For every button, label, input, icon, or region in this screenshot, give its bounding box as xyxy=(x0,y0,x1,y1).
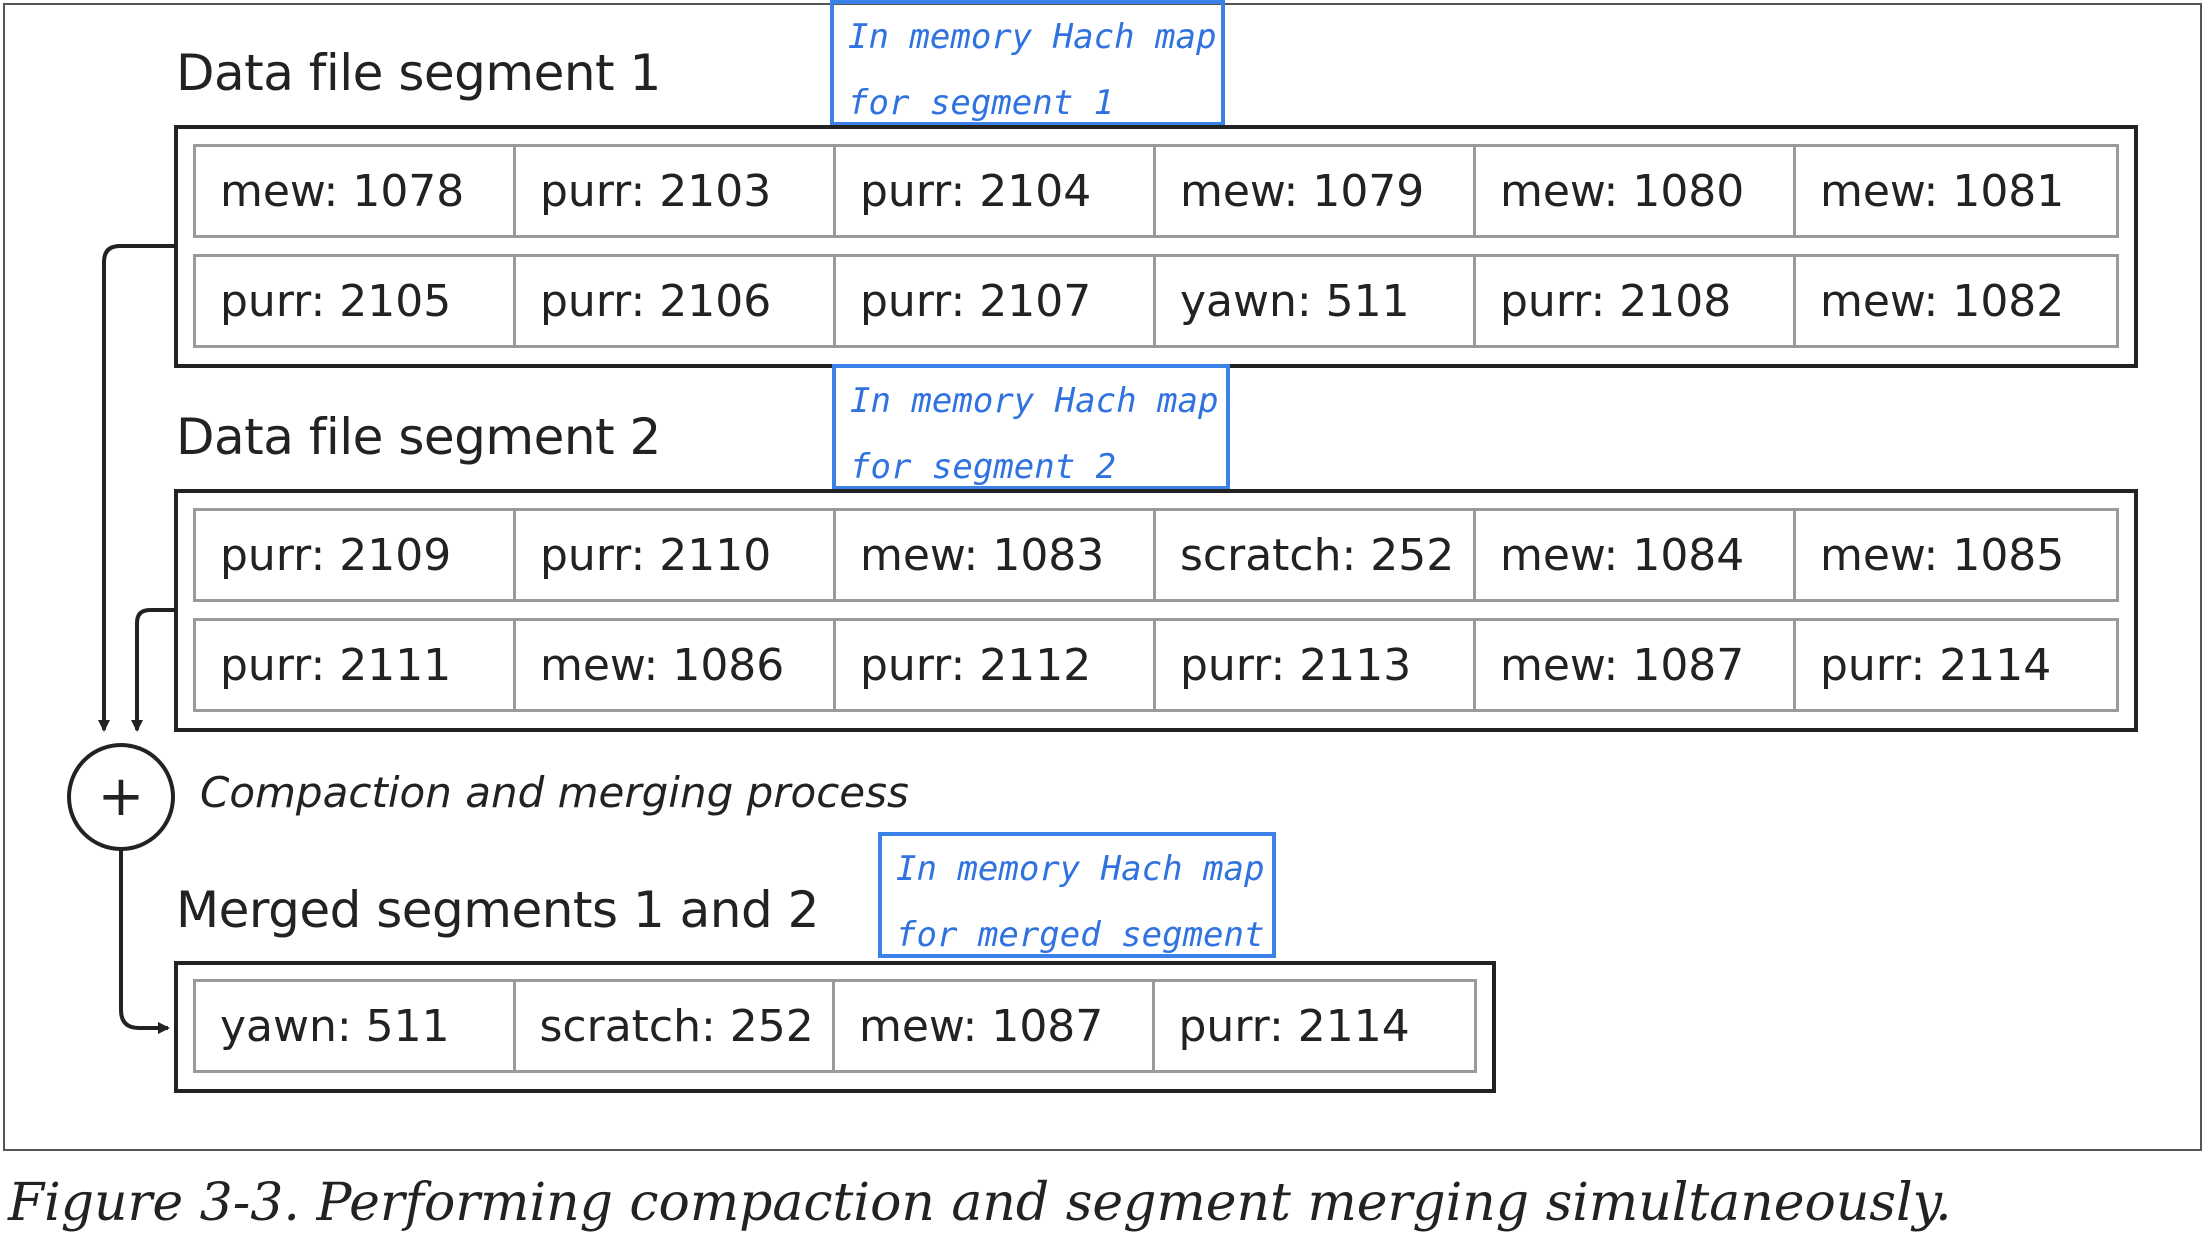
kv-cell: mew: 1083 xyxy=(836,511,1156,599)
kv-cell: purr: 2104 xyxy=(836,147,1156,235)
segment-1-note-line-2: for segment 1 xyxy=(848,83,1115,123)
merged-row: yawn: 511 scratch: 252 mew: 1087 purr: 2… xyxy=(193,979,1477,1073)
segment-1-title: Data file segment 1 xyxy=(176,44,661,102)
kv-cell: purr: 2110 xyxy=(516,511,836,599)
kv-cell: purr: 2103 xyxy=(516,147,836,235)
kv-cell: scratch: 252 xyxy=(1156,511,1476,599)
segment-2-row-1: purr: 2109 purr: 2110 mew: 1083 scratch:… xyxy=(193,508,2119,602)
merged-note-line-2: for merged segment xyxy=(896,915,1265,955)
merged-arrow xyxy=(119,849,170,1034)
segment-1-row-1: mew: 1078 purr: 2103 purr: 2104 mew: 107… xyxy=(193,144,2119,238)
figure-caption: Figure 3-3. Performing compaction and se… xyxy=(8,1173,1952,1233)
kv-cell: purr: 2113 xyxy=(1156,621,1476,709)
kv-cell: mew: 1087 xyxy=(1476,621,1796,709)
kv-cell: purr: 2114 xyxy=(1820,639,2052,691)
kv-cell: purr: 2112 xyxy=(836,621,1156,709)
kv-cell: purr: 2109 xyxy=(196,511,516,599)
segment-2-row-2: purr: 2111 mew: 1086 purr: 2112 purr: 21… xyxy=(193,618,2119,712)
merged-note-line-1: In memory Hach map xyxy=(896,849,1265,889)
kv-cell: mew: 1078 xyxy=(196,147,516,235)
kv-cell: yawn: 511 xyxy=(1156,257,1476,345)
kv-cell: mew: 1087 xyxy=(835,982,1155,1070)
kv-cell: mew: 1086 xyxy=(516,621,836,709)
figure-frame xyxy=(3,3,2202,1151)
kv-cell: mew: 1080 xyxy=(1476,147,1796,235)
segment-1-note-line-1: In memory Hach map xyxy=(848,17,1217,57)
kv-cell: purr: 2111 xyxy=(196,621,516,709)
process-label: Compaction and merging process xyxy=(200,768,909,817)
kv-cell: purr: 2106 xyxy=(516,257,836,345)
kv-cell: mew: 1085 xyxy=(1820,529,2065,581)
segment-1-arrow xyxy=(98,244,174,732)
kv-cell: purr: 2107 xyxy=(836,257,1156,345)
segment-1-row-2: purr: 2105 purr: 2106 purr: 2107 yawn: 5… xyxy=(193,254,2119,348)
segment-2-title: Data file segment 2 xyxy=(176,408,661,466)
kv-cell: mew: 1082 xyxy=(1820,275,2065,327)
merged-hashmap-note: In memory Hach map for merged segment xyxy=(878,832,1276,958)
plus-icon: + xyxy=(98,764,145,829)
kv-cell: purr: 2108 xyxy=(1476,257,1796,345)
segment-2-note-line-1: In memory Hach map xyxy=(850,381,1219,421)
segment-2-note-line-2: for segment 2 xyxy=(850,447,1117,487)
kv-cell: yawn: 511 xyxy=(196,982,516,1070)
segment-1-hashmap-note: In memory Hach map for segment 1 xyxy=(830,0,1225,126)
kv-cell: purr: 2105 xyxy=(196,257,516,345)
kv-cell: mew: 1081 xyxy=(1820,165,2065,217)
kv-cell: purr: 2114 xyxy=(1178,1000,1410,1052)
kv-cell: mew: 1079 xyxy=(1156,147,1476,235)
merged-title: Merged segments 1 and 2 xyxy=(176,881,819,939)
segment-2-arrow xyxy=(131,608,174,732)
kv-cell: scratch: 252 xyxy=(516,982,835,1070)
segment-2-hashmap-note: In memory Hach map for segment 2 xyxy=(832,364,1230,490)
kv-cell: mew: 1084 xyxy=(1476,511,1796,599)
